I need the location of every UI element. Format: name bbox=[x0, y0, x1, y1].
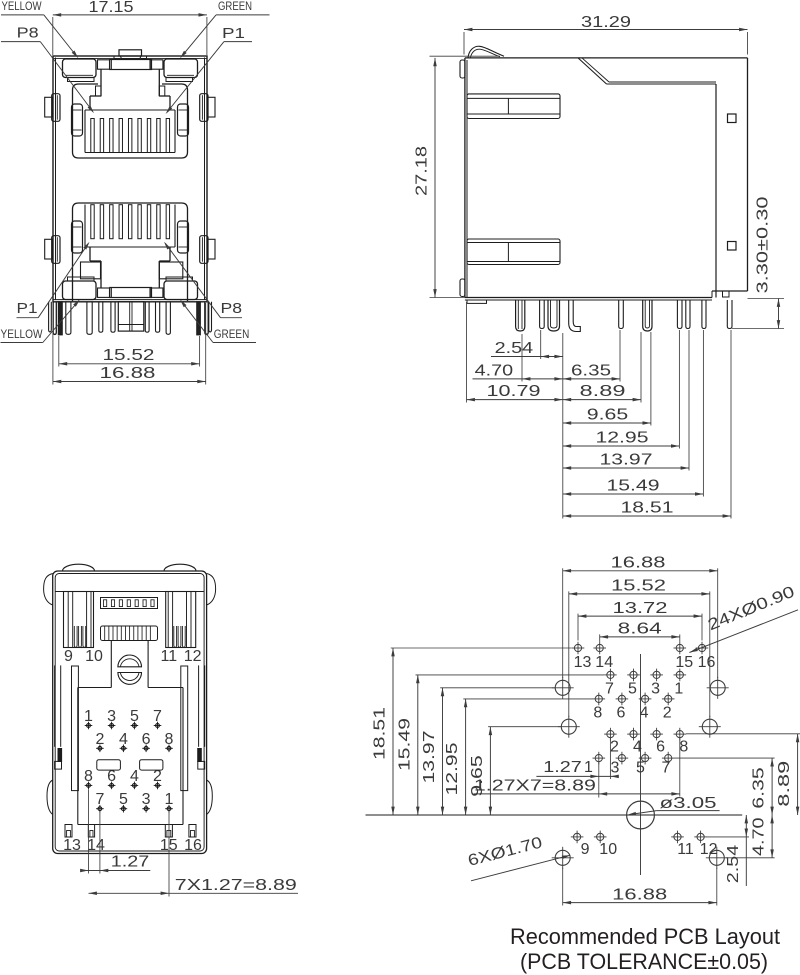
svg-text:13.72: 13.72 bbox=[613, 600, 668, 617]
svg-text:YELLOW: YELLOW bbox=[2, 1, 42, 13]
svg-text:11: 11 bbox=[677, 841, 694, 858]
svg-text:8: 8 bbox=[84, 768, 93, 785]
svg-text:31.29: 31.29 bbox=[581, 14, 631, 31]
svg-text:GREEN: GREEN bbox=[218, 1, 252, 13]
svg-text:7: 7 bbox=[95, 791, 104, 808]
svg-text:2.54: 2.54 bbox=[495, 340, 534, 357]
svg-text:17.15: 17.15 bbox=[89, 0, 134, 16]
svg-text:1: 1 bbox=[674, 681, 683, 698]
svg-text:16: 16 bbox=[698, 654, 716, 671]
svg-text:15.52: 15.52 bbox=[103, 347, 155, 364]
svg-text:4.70: 4.70 bbox=[750, 817, 767, 856]
svg-text:2: 2 bbox=[610, 739, 619, 756]
svg-text:8.64: 8.64 bbox=[618, 621, 662, 638]
svg-text:13: 13 bbox=[63, 837, 81, 854]
svg-text:4.70: 4.70 bbox=[475, 363, 514, 380]
svg-text:15: 15 bbox=[675, 654, 693, 671]
svg-text:9.65: 9.65 bbox=[587, 407, 629, 424]
svg-text:9.65: 9.65 bbox=[469, 755, 486, 797]
svg-text:27.18: 27.18 bbox=[414, 146, 431, 196]
svg-text:4: 4 bbox=[119, 731, 128, 748]
svg-text:8: 8 bbox=[593, 705, 602, 722]
svg-text:8: 8 bbox=[165, 731, 174, 748]
svg-text:2: 2 bbox=[153, 768, 162, 785]
svg-text:10.79: 10.79 bbox=[487, 383, 541, 400]
svg-text:4: 4 bbox=[130, 768, 139, 785]
svg-text:Recommended PCB Layout: Recommended PCB Layout bbox=[510, 924, 781, 949]
svg-text:2: 2 bbox=[663, 705, 672, 722]
svg-text:8.89: 8.89 bbox=[776, 761, 793, 807]
svg-text:12: 12 bbox=[700, 841, 718, 858]
svg-text:9: 9 bbox=[581, 841, 590, 858]
svg-text:8.89: 8.89 bbox=[580, 383, 626, 400]
svg-text:5: 5 bbox=[119, 791, 128, 808]
svg-text:2.54: 2.54 bbox=[725, 845, 742, 884]
svg-text:15.52: 15.52 bbox=[611, 578, 666, 595]
svg-text:7: 7 bbox=[661, 760, 670, 777]
svg-text:3: 3 bbox=[651, 681, 660, 698]
svg-text:5: 5 bbox=[628, 681, 637, 698]
svg-text:3: 3 bbox=[611, 760, 620, 777]
svg-text:5: 5 bbox=[130, 708, 139, 725]
svg-text:3: 3 bbox=[107, 708, 116, 725]
svg-text:18.51: 18.51 bbox=[621, 500, 674, 517]
svg-text:7X1.27=8.89: 7X1.27=8.89 bbox=[175, 877, 297, 894]
svg-text:GREEN: GREEN bbox=[214, 329, 250, 341]
svg-text:4: 4 bbox=[633, 739, 642, 756]
svg-text:6.35: 6.35 bbox=[571, 363, 611, 380]
svg-text:1.27: 1.27 bbox=[543, 759, 582, 776]
svg-text:(PCB TOLERANCE±0.05): (PCB TOLERANCE±0.05) bbox=[520, 949, 768, 974]
svg-text:ø3.05: ø3.05 bbox=[660, 795, 717, 812]
svg-text:6: 6 bbox=[616, 705, 625, 722]
svg-text:1: 1 bbox=[84, 708, 93, 725]
svg-text:1.27: 1.27 bbox=[111, 854, 150, 871]
svg-text:6: 6 bbox=[142, 731, 151, 748]
svg-text:8: 8 bbox=[679, 739, 688, 756]
svg-text:6: 6 bbox=[656, 739, 665, 756]
svg-text:16: 16 bbox=[184, 837, 202, 854]
svg-text:1: 1 bbox=[165, 791, 174, 808]
svg-text:10: 10 bbox=[599, 841, 617, 858]
svg-text:9: 9 bbox=[64, 648, 73, 665]
svg-text:13.97: 13.97 bbox=[421, 730, 438, 783]
svg-text:18.51: 18.51 bbox=[372, 707, 389, 760]
svg-text:P8: P8 bbox=[17, 25, 39, 42]
svg-text:P1: P1 bbox=[222, 25, 245, 42]
svg-text:YELLOW: YELLOW bbox=[1, 329, 43, 341]
svg-text:11: 11 bbox=[160, 648, 177, 665]
svg-text:P1: P1 bbox=[17, 300, 38, 317]
svg-text:1.27X7=8.89: 1.27X7=8.89 bbox=[474, 777, 596, 794]
svg-text:10: 10 bbox=[85, 648, 103, 665]
svg-text:13: 13 bbox=[574, 654, 592, 671]
svg-text:2: 2 bbox=[95, 731, 104, 748]
svg-text:6.35: 6.35 bbox=[750, 767, 767, 809]
svg-text:14: 14 bbox=[595, 654, 613, 671]
svg-text:P8: P8 bbox=[221, 300, 243, 317]
svg-text:3: 3 bbox=[142, 791, 151, 808]
svg-text:7: 7 bbox=[605, 681, 614, 698]
svg-text:12: 12 bbox=[184, 648, 202, 665]
svg-text:14: 14 bbox=[87, 837, 105, 854]
svg-text:12.95: 12.95 bbox=[596, 430, 649, 447]
svg-text:12.95: 12.95 bbox=[444, 742, 461, 795]
svg-text:16.88: 16.88 bbox=[100, 365, 156, 382]
svg-text:16.88: 16.88 bbox=[611, 555, 666, 572]
svg-text:4: 4 bbox=[640, 705, 649, 722]
svg-text:15.49: 15.49 bbox=[607, 478, 660, 495]
svg-text:15.49: 15.49 bbox=[396, 718, 413, 771]
svg-text:7: 7 bbox=[153, 708, 162, 725]
svg-text:1: 1 bbox=[584, 759, 593, 776]
svg-text:5: 5 bbox=[636, 760, 645, 777]
svg-text:16.88: 16.88 bbox=[612, 887, 667, 904]
svg-text:3.30±0.30: 3.30±0.30 bbox=[755, 196, 772, 293]
svg-text:6: 6 bbox=[107, 768, 116, 785]
svg-text:13.97: 13.97 bbox=[600, 452, 653, 469]
